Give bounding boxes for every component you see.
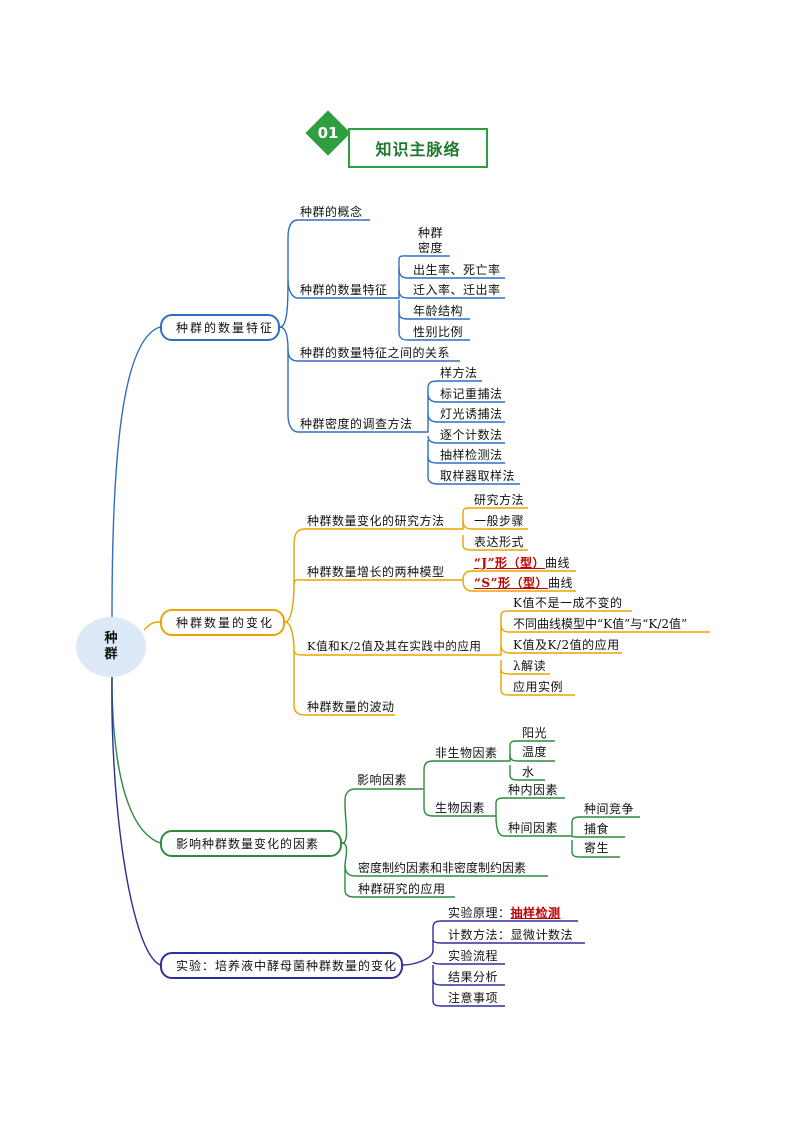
s1-sample: 样方法 <box>440 366 478 380</box>
s1-survey: 种群密度的调查方法 <box>300 417 413 431</box>
root-node: 种 群 <box>76 617 146 677</box>
s3-inter: 种间因素 <box>508 821 559 835</box>
s1-sampler: 取样器取样法 <box>440 469 516 483</box>
s4-flow: 实验流程 <box>448 949 499 963</box>
s2-j-red: “J”形（型） <box>474 556 545 570</box>
s4-principle-label: 实验原理： <box>448 906 511 920</box>
s1-density-1: 种群 <box>418 226 444 240</box>
s3-app: 种群研究的应用 <box>358 882 446 896</box>
section-header-box: 知识主脉络 <box>348 128 488 168</box>
s2-j-tail: 曲线 <box>544 556 570 570</box>
header-number: 01 <box>317 124 339 142</box>
s3-influence: 影响因素 <box>357 773 408 787</box>
s2-expr: 表达形式 <box>474 535 525 549</box>
s2-method: 研究方法 <box>474 493 525 507</box>
section-3-box[interactable]: 影响种群数量变化的因素 <box>160 830 342 857</box>
section-4-box[interactable]: 实验：培养液中酵母菌种群数量的变化 <box>160 952 403 979</box>
s1-concept: 种群的概念 <box>300 205 363 219</box>
s2-k5: 应用实例 <box>513 680 564 694</box>
s1-light: 灯光诱捕法 <box>440 407 503 421</box>
section-3-label: 影响种群数量变化的因素 <box>176 837 320 851</box>
s2-s-tail: 曲线 <box>547 576 573 590</box>
s2-k3: K值及K/2值的应用 <box>513 638 620 652</box>
s4-principle: 实验原理：抽样检测 <box>448 906 561 920</box>
s4-result: 结果分析 <box>448 970 499 984</box>
root-line-1: 种 <box>104 631 118 646</box>
section-2-label: 种群数量的变化 <box>176 616 275 630</box>
s4-notes: 注意事项 <box>448 991 499 1005</box>
s4-principle-red: 抽样检测 <box>510 906 561 920</box>
s3-abiotic: 非生物因素 <box>435 746 498 760</box>
s1-sex: 性别比例 <box>413 325 464 339</box>
s2-k2: 不同曲线模型中“K值”与“K/2值” <box>513 617 688 631</box>
s3-sun: 阳光 <box>522 726 548 740</box>
s2-k1: K值不是一成不变的 <box>513 596 623 610</box>
s1-migration: 迁入率、迁出率 <box>413 283 501 297</box>
s2-models: 种群数量增长的两种模型 <box>307 565 445 579</box>
s2-research: 种群数量变化的研究方法 <box>307 514 445 528</box>
s1-relation: 种群的数量特征之间的关系 <box>300 346 451 360</box>
s3-water: 水 <box>522 765 535 779</box>
section-4-label: 实验：培养液中酵母菌种群数量的变化 <box>176 959 398 973</box>
s1-detect: 抽样检测法 <box>440 448 503 462</box>
section-1-label: 种群的数量特征 <box>176 321 275 335</box>
s1-mark: 标记重捕法 <box>440 387 503 401</box>
root-line-2: 群 <box>104 647 118 662</box>
s1-age: 年龄结构 <box>413 304 464 318</box>
s2-k4: λ解读 <box>513 659 547 673</box>
s2-fluct: 种群数量的波动 <box>307 700 395 714</box>
section-2-box[interactable]: 种群数量的变化 <box>160 609 285 636</box>
s3-intra: 种内因素 <box>508 783 559 797</box>
s1-density-2: 密度 <box>418 241 444 255</box>
section-1-box[interactable]: 种群的数量特征 <box>160 314 280 341</box>
s2-s-model: “S”形（型）曲线 <box>474 576 573 590</box>
s2-kvalue: K值和K/2值及其在实践中的应用 <box>307 639 482 653</box>
s2-steps: 一般步骤 <box>474 514 525 528</box>
s2-s-red: “S”形（型） <box>474 576 548 590</box>
s3-density: 密度制约因素和非密度制约因素 <box>358 861 527 875</box>
s2-j-model: “J”形（型）曲线 <box>474 556 570 570</box>
section-header-title: 知识主脉络 <box>375 140 461 159</box>
s1-count: 逐个计数法 <box>440 428 503 442</box>
s3-comp: 种间竞争 <box>584 802 635 816</box>
s3-pred: 捕食 <box>584 822 610 836</box>
s3-biotic: 生物因素 <box>435 801 486 815</box>
s4-counting: 计数方法：显微计数法 <box>448 928 574 942</box>
s3-para: 寄生 <box>584 841 610 855</box>
s1-birth: 出生率、死亡率 <box>413 263 501 277</box>
s3-temp: 温度 <box>522 745 548 759</box>
s1-features: 种群的数量特征 <box>300 283 388 297</box>
